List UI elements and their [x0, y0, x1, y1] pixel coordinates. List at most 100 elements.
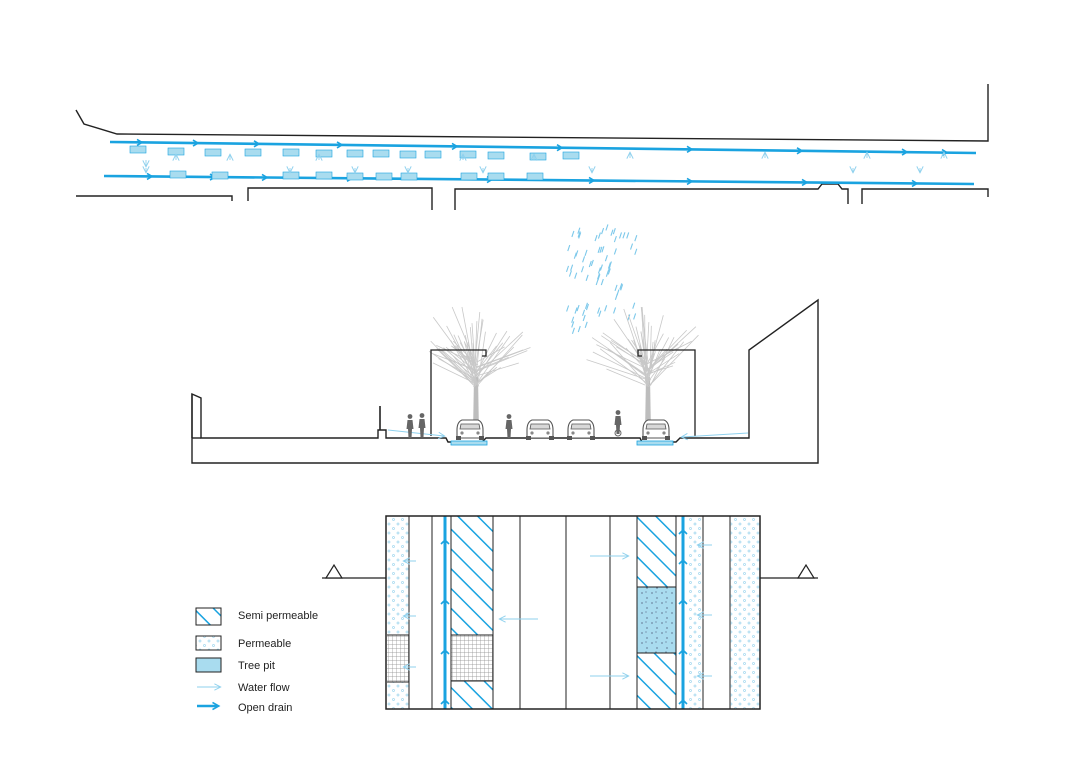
drain-chevron — [136, 138, 144, 147]
tree-trunk — [645, 377, 651, 432]
drain-chevron — [796, 147, 804, 155]
rain-drop — [576, 304, 580, 312]
tree-icon — [428, 306, 531, 432]
rain-drop — [607, 265, 611, 272]
rain-drop — [571, 327, 575, 334]
rain-drop — [585, 274, 589, 281]
detail-drain-arrows — [440, 528, 688, 705]
rain-drop — [613, 248, 617, 255]
tree-branch — [648, 361, 676, 375]
tree-branch — [451, 306, 476, 363]
plan-tree-pit — [346, 149, 364, 158]
detail-drain-chevron — [678, 648, 688, 655]
rain-drop — [584, 249, 588, 257]
section-flow-left — [387, 429, 444, 436]
tree-branch — [640, 331, 651, 379]
tree-branch — [471, 323, 476, 373]
rain-drop — [604, 254, 608, 262]
tree-branch — [474, 311, 481, 367]
drain-chevron — [911, 179, 919, 188]
detail-drain-chevron — [678, 598, 688, 605]
rain-drop — [597, 267, 601, 274]
tree-branch — [432, 353, 476, 371]
left-tree-frame — [430, 349, 487, 436]
rain-drop — [618, 232, 623, 239]
tree-branch — [650, 353, 680, 373]
rain-drop — [605, 270, 609, 277]
drain-chevron — [901, 148, 909, 156]
tree-branch — [599, 348, 648, 385]
tree-branch — [602, 332, 648, 365]
right-permeable-strip-narrow — [689, 516, 703, 709]
plan-top-edge — [75, 84, 989, 142]
tree-branch — [430, 340, 474, 386]
tree-branch — [432, 362, 479, 386]
tree-branch — [476, 349, 524, 368]
drain-chevron — [336, 141, 344, 149]
tree-branch — [586, 359, 647, 380]
tree-branch — [648, 315, 664, 371]
rain-drop — [614, 284, 618, 292]
detail-drain-chevron — [440, 538, 450, 545]
plan-bottom-edge-2 — [247, 187, 433, 210]
rain-drop — [598, 310, 602, 317]
tree-branch — [472, 342, 475, 369]
rain-drop — [582, 309, 586, 316]
tree-branch — [596, 344, 649, 370]
drain-chevron — [686, 177, 694, 186]
tree-branch — [623, 308, 646, 373]
pedestrian-icon — [406, 414, 414, 438]
right-section-drain — [636, 440, 674, 446]
rain-drop — [610, 229, 614, 236]
tree-branch — [638, 343, 649, 387]
tree-branch — [472, 350, 528, 373]
plan-tree-pit — [424, 150, 442, 159]
tree-branch — [610, 340, 648, 364]
tree-branch — [438, 348, 476, 382]
rain-drop — [571, 230, 575, 238]
rain-drop — [613, 307, 617, 314]
tree-branch — [477, 331, 486, 383]
drain-chevron — [801, 178, 809, 187]
rain-drop — [601, 227, 605, 235]
car-icon — [455, 419, 485, 441]
rain-drop — [595, 278, 599, 286]
plan-tree-pit — [346, 172, 364, 181]
legend-label-open-drain: Open drain — [238, 702, 292, 714]
plan-tree-pit — [529, 152, 547, 161]
rain-drop — [630, 243, 634, 250]
detail-flow-arrows — [404, 545, 712, 676]
plan-tree-pit — [375, 172, 393, 181]
detail-drain-chevron — [678, 698, 688, 705]
tree-branch — [474, 331, 524, 378]
detail-drain-chevron — [678, 528, 688, 535]
plan-tree-pit — [315, 171, 333, 180]
tree-branch — [592, 351, 651, 381]
tree-branch — [648, 341, 685, 388]
rain-drop — [633, 313, 637, 320]
drain-chevron — [253, 140, 261, 148]
rain-drop — [577, 231, 581, 238]
left-grid-paving — [387, 635, 409, 682]
dot-swatch — [195, 635, 222, 651]
detail-drain-chevron — [440, 698, 450, 705]
tree-branch — [476, 345, 497, 372]
plan-tree-pit — [129, 145, 147, 154]
rain-drop — [597, 273, 601, 280]
tree-branch — [477, 362, 519, 376]
legend-label-semi-permeable: Semi permeable — [238, 610, 318, 622]
drain-chevron — [146, 172, 154, 181]
section-marker-icon — [322, 563, 386, 579]
tree-branch — [644, 314, 646, 382]
pedestrian-icon — [505, 414, 513, 438]
hatch-swatch — [195, 607, 222, 626]
car-icon — [525, 419, 555, 441]
rain-drop — [601, 246, 605, 253]
rain-drop — [620, 284, 624, 291]
detail-drain-chevron — [678, 558, 688, 565]
legend-label-water-flow: Water flow — [238, 682, 290, 694]
tree-icon — [586, 306, 699, 432]
section-view — [191, 224, 819, 464]
tree-branch — [451, 345, 478, 366]
